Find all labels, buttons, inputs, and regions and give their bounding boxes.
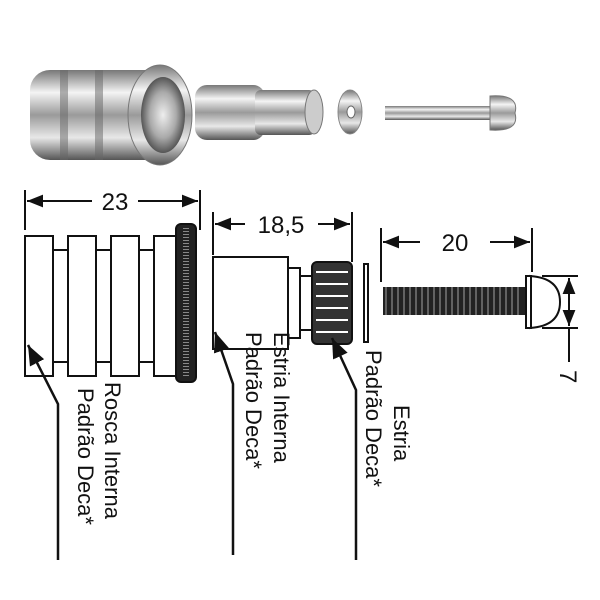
dimension-adapter [212, 212, 353, 262]
leader-lines [26, 331, 358, 560]
photo-screw [385, 95, 517, 131]
photo-body [30, 64, 193, 166]
dimension-screw [380, 228, 578, 362]
dimension-body-value: 23 [102, 189, 129, 216]
photo-adapter [195, 85, 324, 140]
label-body-line1: Rosca Interna [100, 382, 125, 520]
label-body-line2: Padrão Deca* [73, 388, 98, 525]
drawing-screw [383, 274, 562, 330]
dimension-body [24, 190, 201, 230]
dimension-head-value: 7 [554, 370, 581, 383]
drawing-body [24, 223, 197, 383]
dimension-screw-value: 20 [442, 230, 469, 257]
label-adapter-line1: Estria Interna [269, 332, 294, 464]
dimension-adapter-value: 18,5 [258, 212, 305, 239]
label-spline-line1: Estria [389, 405, 414, 462]
photo-washer [337, 89, 363, 135]
label-spline-line2: Padrão Deca* [361, 350, 386, 487]
label-adapter-line2: Padrão Deca* [241, 332, 266, 469]
